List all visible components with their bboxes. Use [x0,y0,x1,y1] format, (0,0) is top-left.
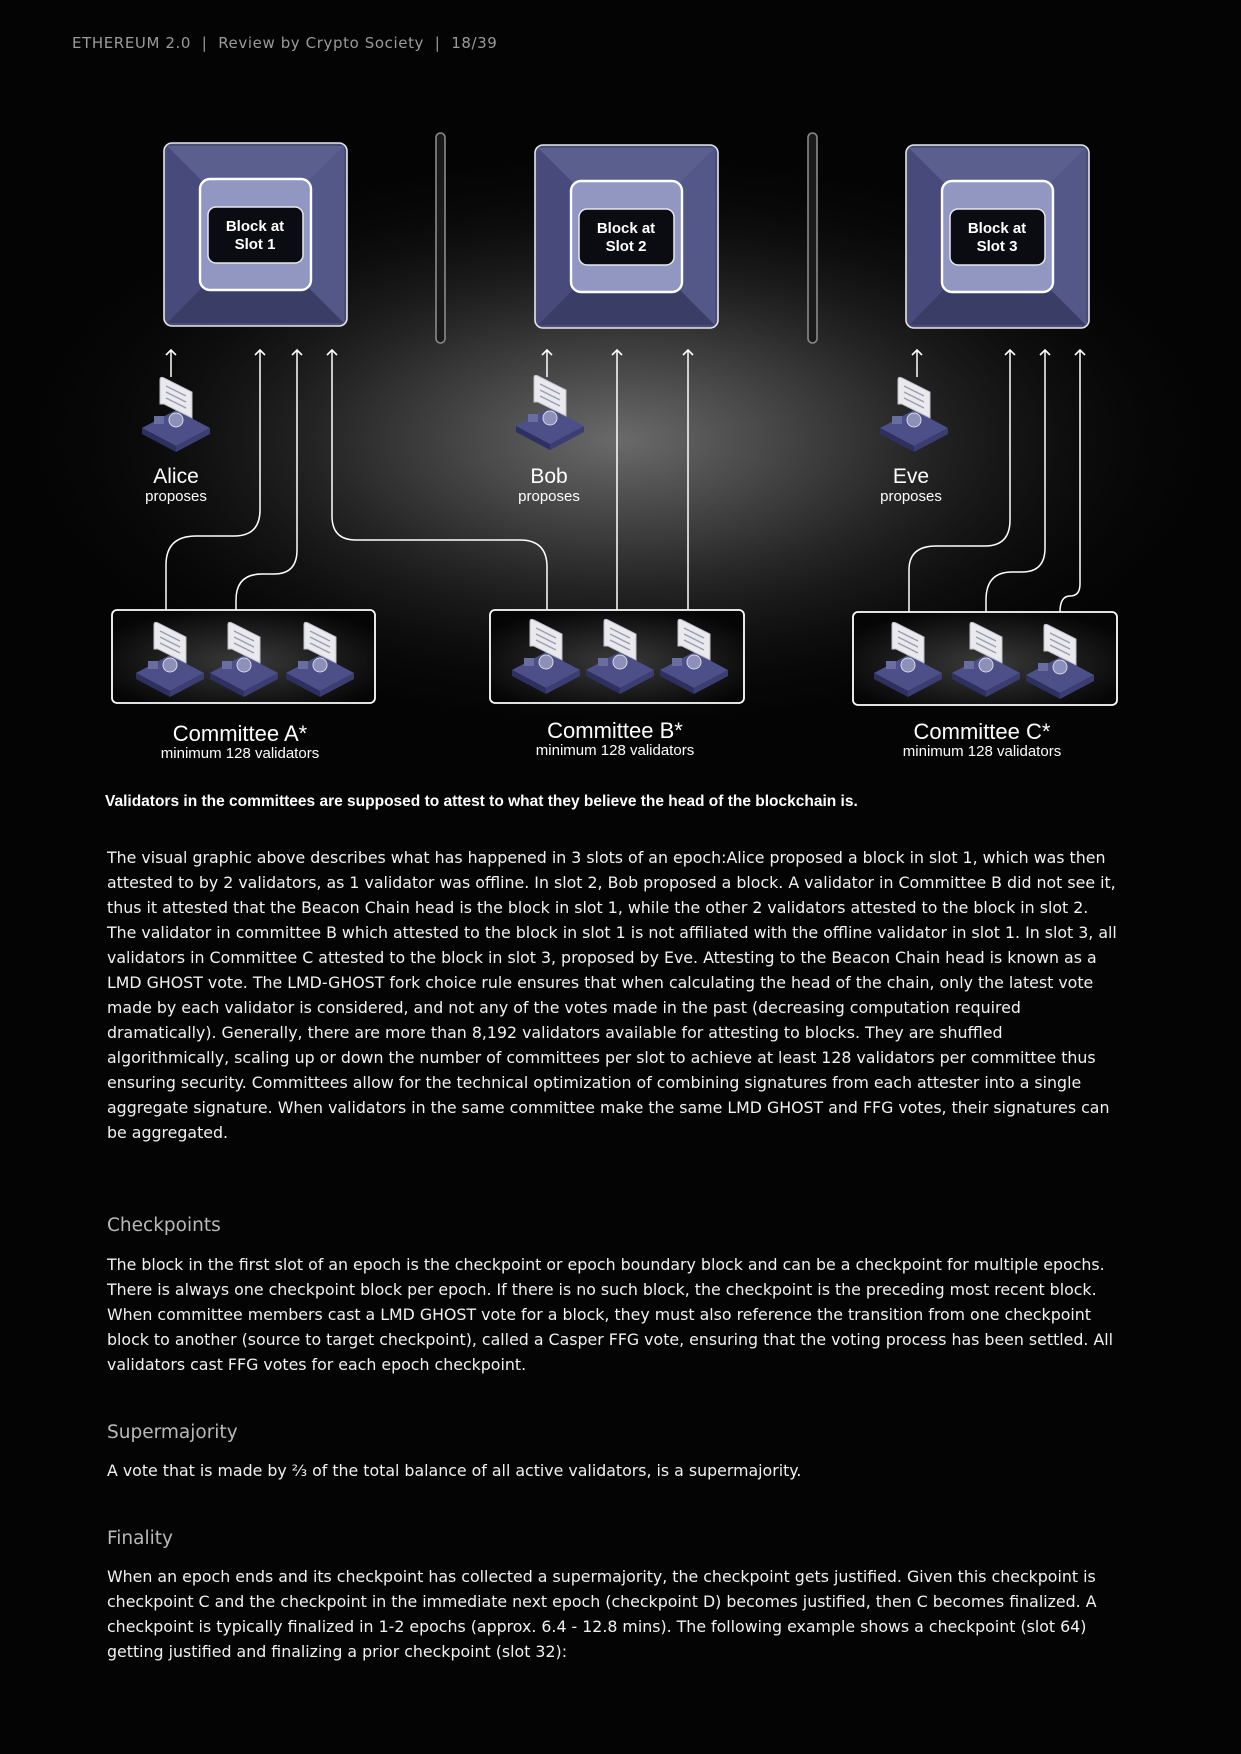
block-label-line2: Slot 2 [606,238,647,255]
committee-name: Committee C* [914,719,1051,744]
committee-subtitle: minimum 128 validators [903,743,1061,760]
proposer-name: Bob [530,465,567,488]
block-label-line2: Slot 1 [235,236,276,253]
slots-diagram: Block at Slot 1 Block at Slot 2 Block at… [0,0,1241,780]
block-slot-3: Block at Slot 3 [906,145,1089,328]
proposer-name: Alice [153,465,199,488]
block-label-line1: Block at [968,220,1026,237]
intro-paragraph: The visual graphic above describes what … [107,845,1117,1145]
proposer-name: Eve [893,465,929,488]
slot-separator [436,133,445,343]
committee-subtitle: minimum 128 validators [161,745,319,762]
committee-name: Committee B* [547,718,683,743]
finality-paragraph: When an epoch ends and its checkpoint ha… [107,1564,1117,1664]
slot-separator [808,133,817,343]
block-label-line2: Slot 3 [977,238,1018,255]
diagram-caption: Validators in the committees are suppose… [105,793,858,811]
block-label-line1: Block at [597,220,655,237]
committee-subtitle: minimum 128 validators [536,742,694,759]
section-title-finality: Finality [107,1528,173,1549]
block-slot-1: Block at Slot 1 [164,143,347,326]
proposer-role: proposes [880,488,942,505]
section-title-checkpoints: Checkpoints [107,1215,221,1236]
block-label-line1: Block at [226,218,284,235]
block-slot-2: Block at Slot 2 [535,145,718,328]
proposer-role: proposes [518,488,580,505]
committee-name: Committee A* [173,721,308,746]
supermajority-paragraph: A vote that is made by ⅔ of the total ba… [107,1458,1117,1483]
section-title-supermajority: Supermajority [107,1422,238,1443]
proposer-role: proposes [145,488,207,505]
checkpoints-paragraph: The block in the first slot of an epoch … [107,1252,1117,1377]
